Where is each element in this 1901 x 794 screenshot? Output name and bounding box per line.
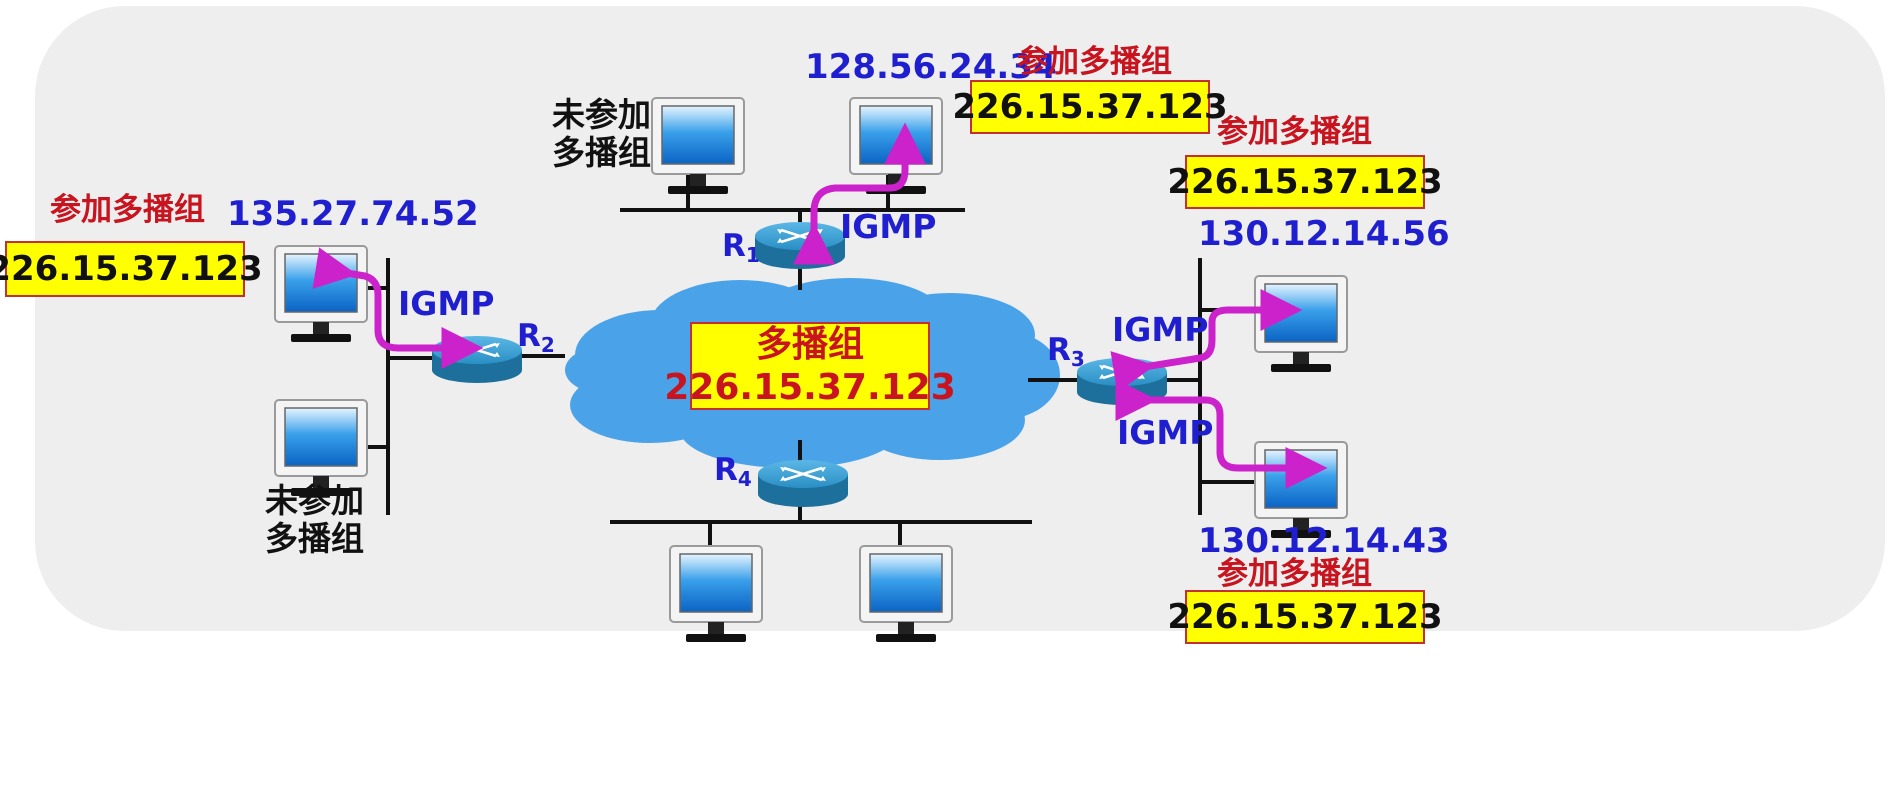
join-group-label: 参加多播组 [50,192,205,228]
multicast-group-box: 多播组 226.15.37.123 [664,322,956,410]
router-icon[interactable] [756,458,850,509]
group-address-box: 226.15.37.123 [952,80,1228,134]
router-label-r1: R1 [722,228,760,267]
host-ip-top: 128.56.24.34 [805,47,1057,87]
igmp-label: IGMP [1117,413,1214,452]
join-group-label: 参加多播组 [1017,44,1172,80]
group-address-box: 226.15.37.123 [1167,590,1443,644]
not-joined-label-top: 未参加多播组 [552,95,651,172]
igmp-label: IGMP [840,207,937,246]
host-ip-right-top: 130.12.14.56 [1198,214,1450,254]
group-address-box: 226.15.37.123 [1167,155,1443,209]
igmp-arrows [312,122,1328,489]
join-group-label: 参加多播组 [1217,114,1372,150]
router-label-r3: R3 [1047,332,1085,371]
join-group-label: 参加多播组 [1217,556,1372,592]
router-icon[interactable] [753,220,847,271]
not-joined-label-left: 未参加多播组 [265,481,364,558]
host-ip-right-bottom: 130.12.14.43 [1198,521,1450,561]
igmp-label: IGMP [398,284,495,323]
igmp-label: IGMP [1112,310,1209,349]
multicast-group-address: 226.15.37.123 [664,367,956,408]
router-icon[interactable] [430,334,524,385]
host-ip-left: 135.27.74.52 [227,194,479,234]
router-label-r2: R2 [517,318,555,357]
router-label-r4: R4 [714,452,752,491]
group-address-box: 226.15.37.123 [0,241,263,297]
multicast-group-title: 多播组 [755,323,864,365]
